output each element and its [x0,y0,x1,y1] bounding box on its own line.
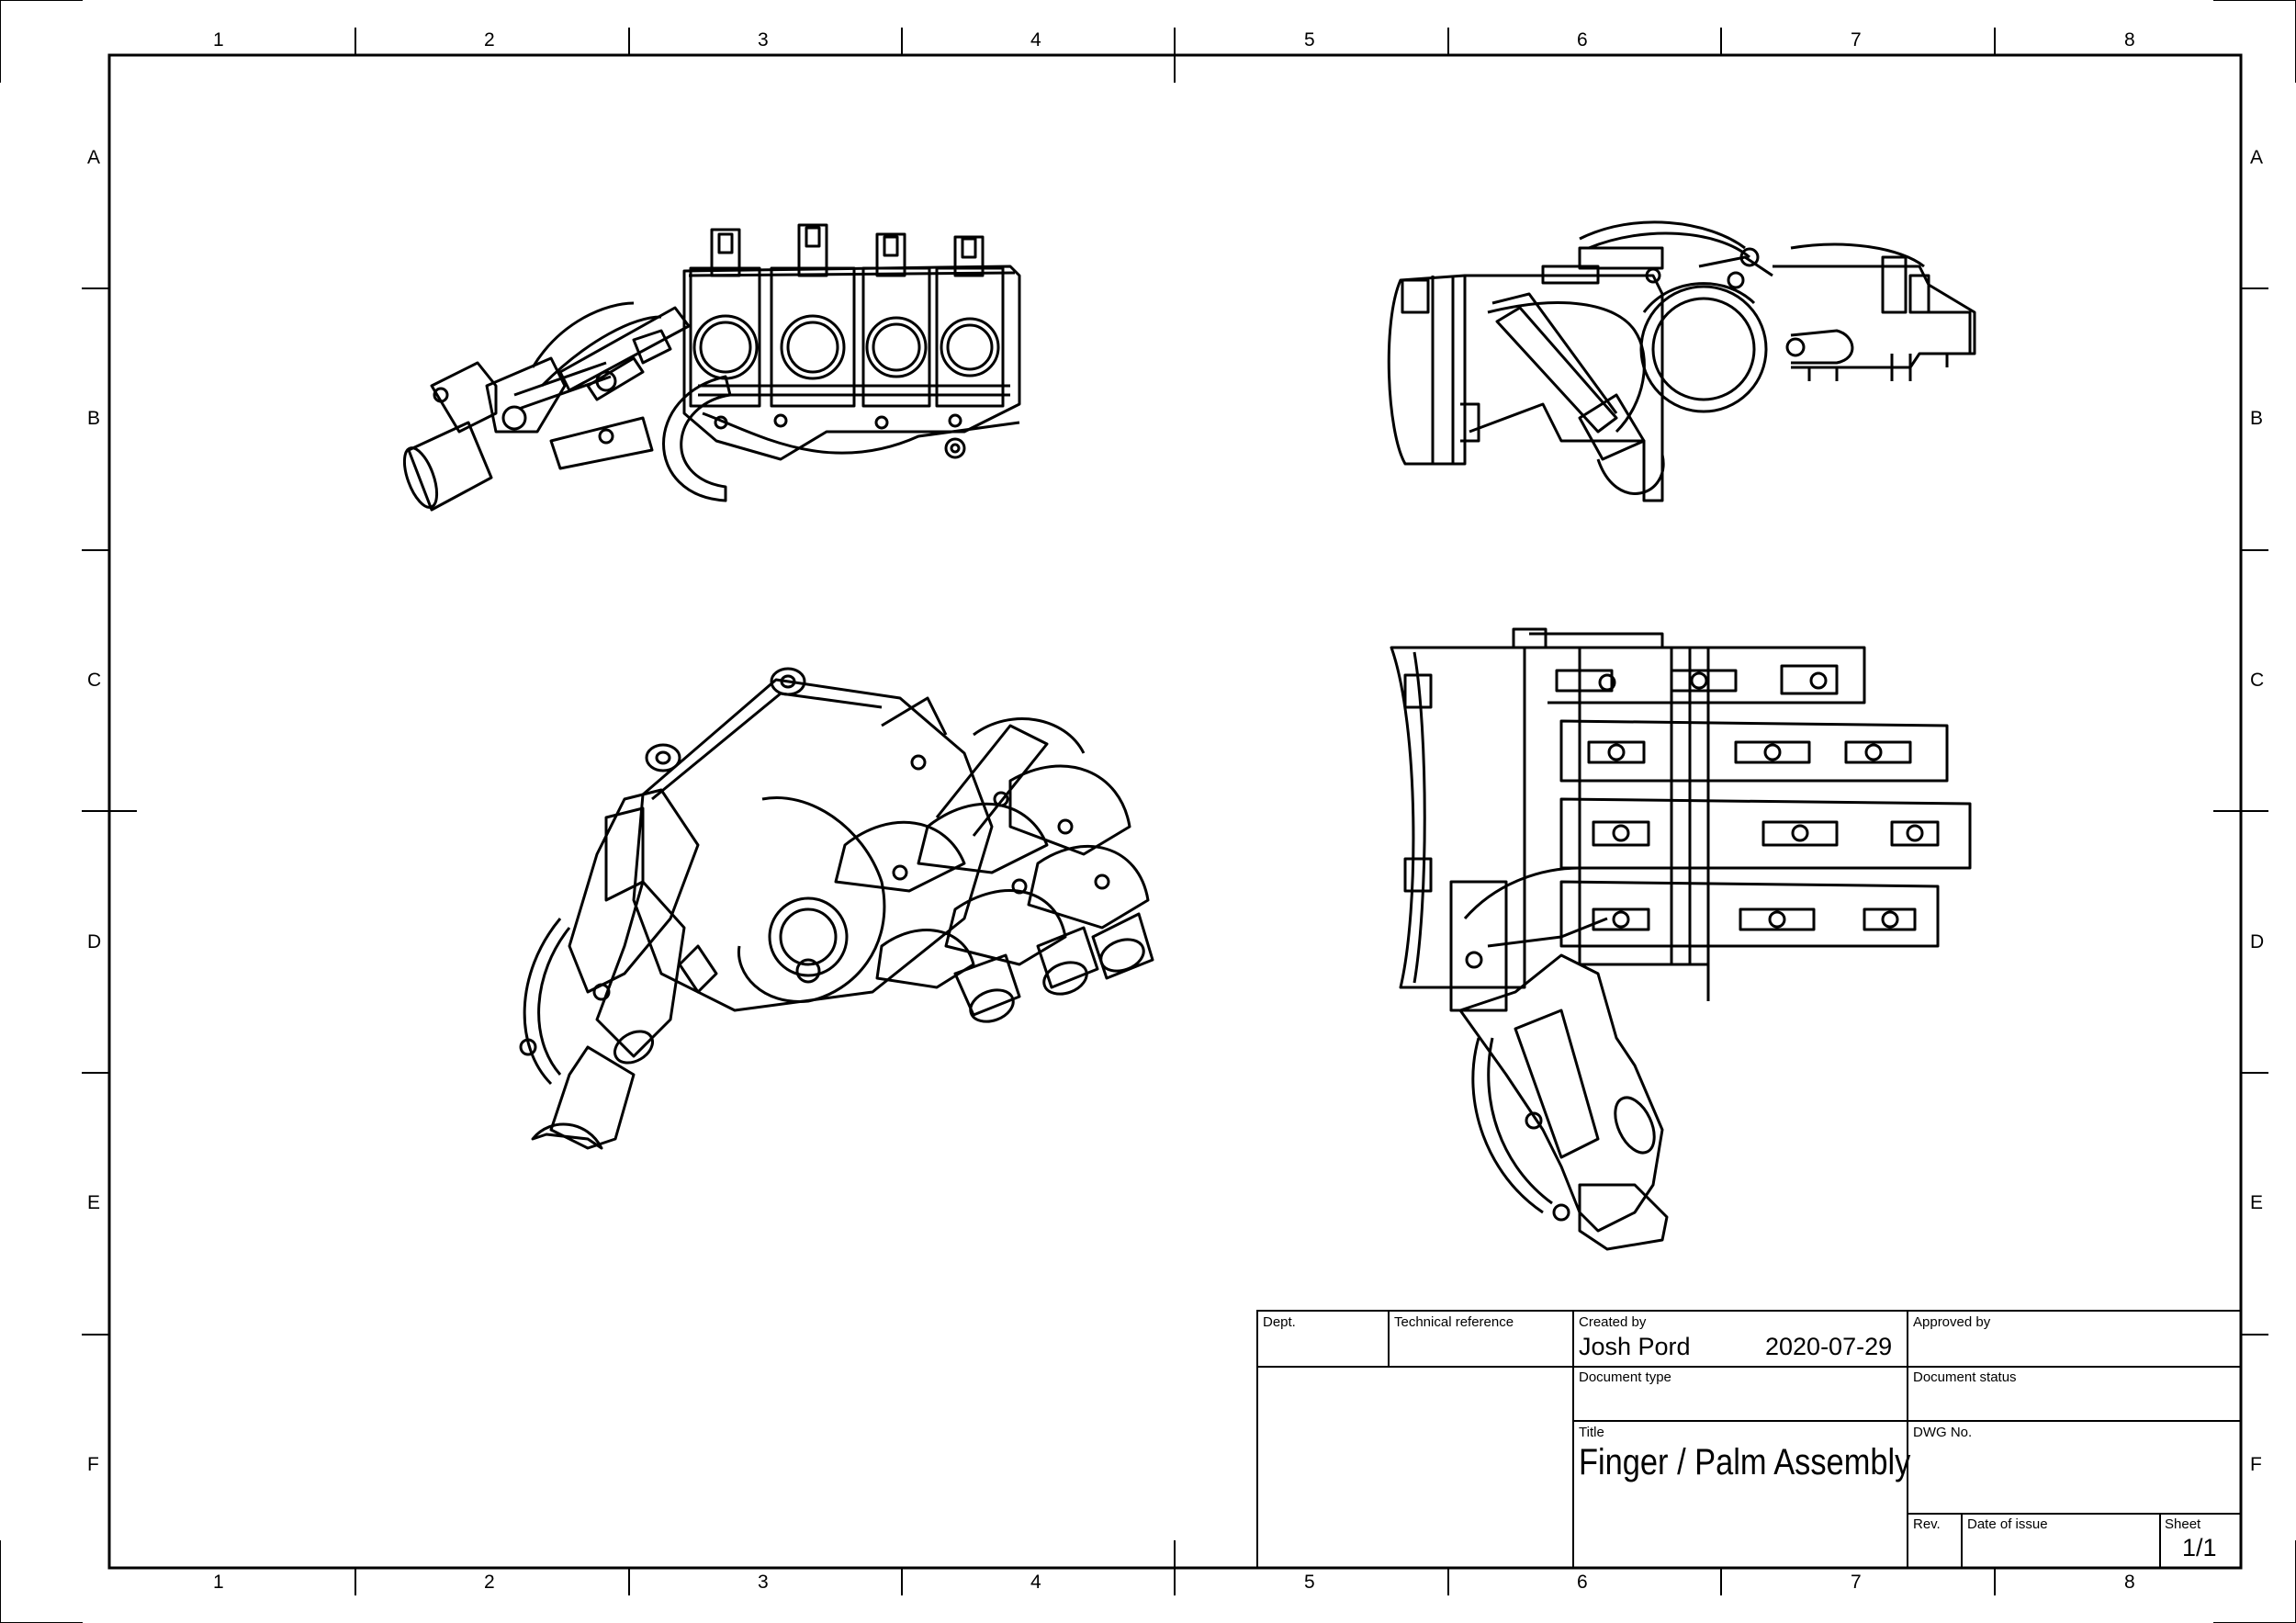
zone-ticks [82,28,2268,1595]
zone-row-left-c: C [87,670,102,691]
zone-row-right-c: C [2250,670,2265,691]
approved-by-label: Approved by [1913,1314,1991,1330]
zone-col-bottom-2: 2 [484,1572,495,1593]
sheet-number: 1/1 [2182,1534,2217,1561]
zone-col-bottom-6: 6 [1577,1572,1588,1593]
zone-col-bottom-8: 8 [2124,1572,2135,1593]
drawing-border [107,53,2243,1570]
dwg-no-label: DWG No. [1913,1425,1973,1440]
dept-label: Dept. [1263,1314,1296,1330]
title-block-lines [1256,1310,2242,1569]
zone-col-bottom-4: 4 [1030,1572,1041,1593]
created-by-value: Josh Pord [1579,1333,1691,1360]
zone-row-left-d: D [87,931,102,952]
front-view [1390,627,1972,1251]
zone-row-left-a: A [87,147,101,168]
zone-row-right-f: F [2250,1454,2262,1475]
zone-row-left-e: E [87,1192,101,1213]
side-view [1387,220,1976,502]
zone-col-top-7: 7 [1851,29,1862,51]
zone-row-right-d: D [2250,931,2265,952]
zone-row-left-f: F [87,1454,99,1475]
zone-row-left-b: B [87,408,101,429]
technical-reference-label: Technical reference [1394,1314,1514,1330]
drawing-title: Finger / Palm Assembly [1579,1442,1911,1482]
zone-col-top-4: 4 [1030,29,1041,51]
zone-col-top-2: 2 [484,29,495,51]
zone-col-top-1: 1 [213,29,224,51]
document-status-label: Document status [1913,1369,2017,1385]
date-of-issue-label: Date of issue [1967,1516,2048,1532]
zone-col-top-3: 3 [758,29,769,51]
zone-col-bottom-3: 3 [758,1572,769,1593]
zone-row-right-b: B [2250,408,2264,429]
zone-row-right-e: E [2250,1192,2264,1213]
title-label: Title [1579,1425,1604,1440]
rev-label: Rev. [1913,1516,1941,1532]
zone-col-top-5: 5 [1304,29,1315,51]
zone-row-right-a: A [2250,147,2264,168]
zone-col-top-6: 6 [1577,29,1588,51]
zone-col-top-8: 8 [2124,29,2135,51]
created-date: 2020-07-29 [1765,1333,1893,1360]
zone-col-bottom-7: 7 [1851,1572,1862,1593]
document-type-label: Document type [1579,1369,1671,1385]
top-view [402,223,1021,512]
zone-col-bottom-5: 5 [1304,1572,1315,1593]
isometric-view [519,667,1154,1150]
zone-col-bottom-1: 1 [213,1572,224,1593]
created-by-label: Created by [1579,1314,1647,1330]
sheet-label: Sheet [2165,1516,2201,1532]
